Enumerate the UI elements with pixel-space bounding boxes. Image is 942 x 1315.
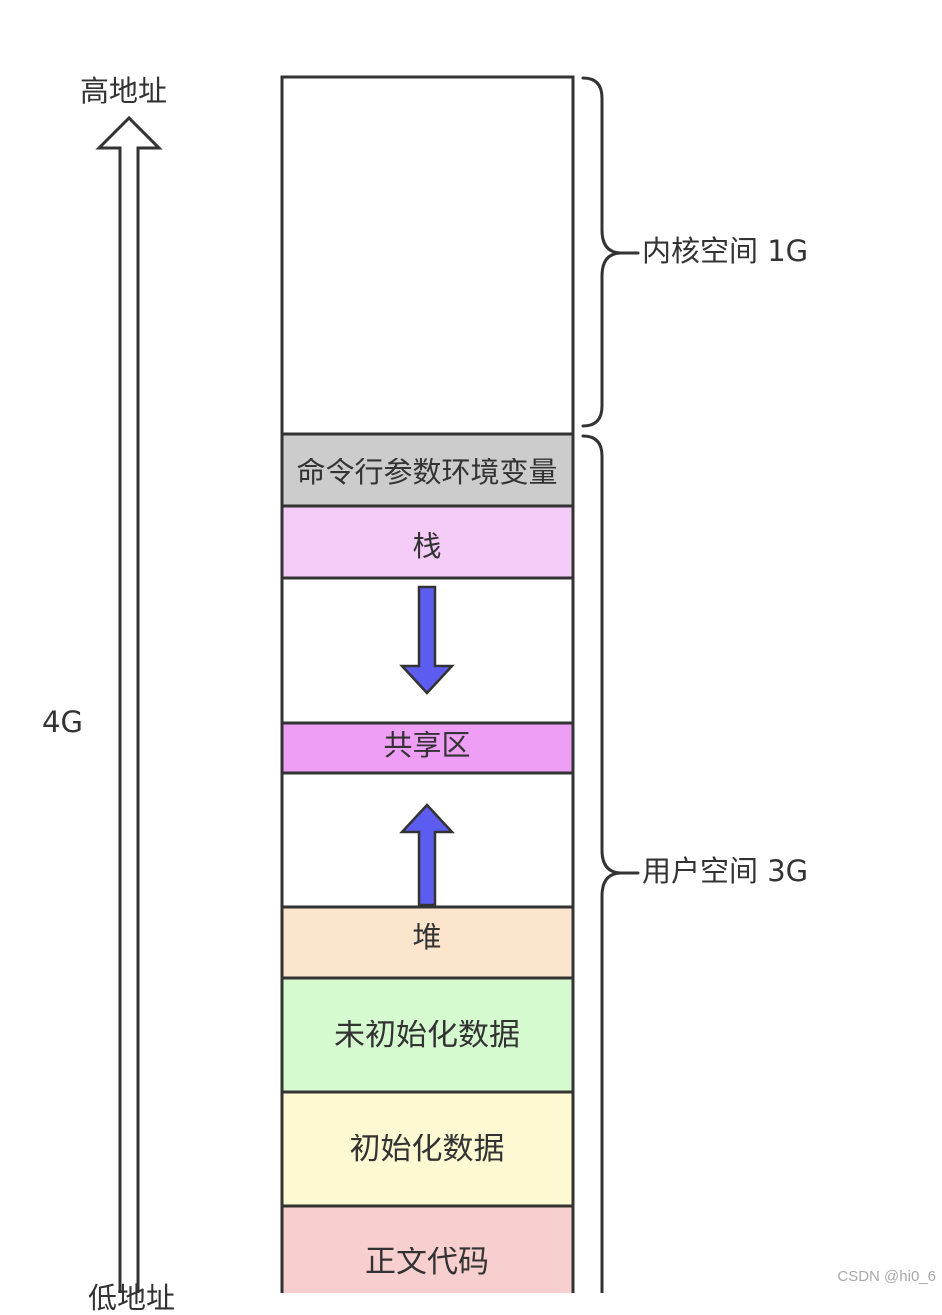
high-address-label: 高地址 [80, 74, 168, 108]
heap-growth-arrow [399, 803, 455, 907]
segment-text [280, 1204, 575, 1293]
segment-label-data: 初始化数据 [349, 1134, 505, 1165]
stack-growth-arrow [399, 585, 455, 695]
segment-label-cmdline-env: 命令行参数环境变量 [296, 458, 558, 487]
watermark: CSDN @hi0_6 [837, 1268, 936, 1285]
segment-label-text: 正文代码 [365, 1247, 489, 1278]
address-space-size-label: 4G [42, 705, 83, 739]
segment-label-shared: 共享区 [383, 731, 471, 760]
segment-label-heap: 堆 [412, 923, 442, 952]
segment-kernel [280, 75, 575, 436]
segment-heap [280, 905, 575, 980]
segment-label-stack: 栈 [412, 532, 442, 561]
address-axis-arrow [95, 115, 163, 1293]
user-space-brace [581, 434, 640, 1293]
segment-data [280, 1090, 575, 1208]
kernel-space-brace [581, 76, 640, 428]
segment-shared [280, 721, 575, 775]
user-space-label: 用户空间 3G [642, 854, 809, 888]
kernel-space-label: 内核空间 1G [642, 234, 809, 268]
segment-stack [280, 504, 575, 580]
low-address-label: 低地址 [88, 1281, 176, 1315]
segment-cmdline-env [280, 432, 575, 508]
segment-label-bss: 未初始化数据 [334, 1020, 520, 1051]
